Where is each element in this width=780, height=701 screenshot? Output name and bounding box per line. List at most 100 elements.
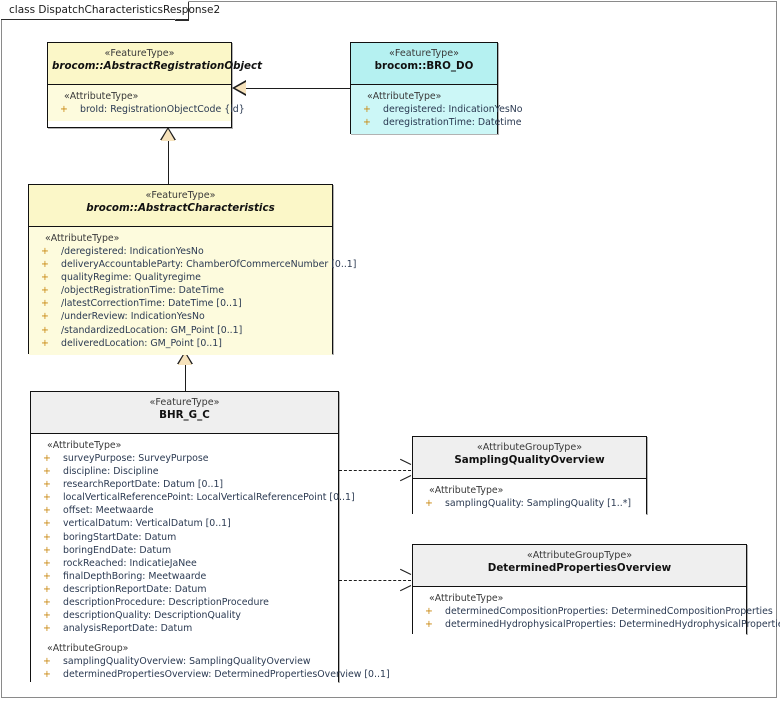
class-name: brocom::AbstractCharacteristics — [86, 202, 275, 214]
visibility-marker: + — [43, 492, 51, 504]
class-attributes: «AttributeType» +determinedCompositionPr… — [413, 587, 780, 637]
attribute-row: + descriptionQuality: DescriptionQuality — [35, 609, 334, 622]
attribute-row: + /latestCorrectionTime: DateTime [0..1] — [33, 297, 328, 310]
class-box-sampling-quality-overview[interactable]: «AttributeGroupType» SamplingQualityOver… — [412, 436, 647, 516]
visibility-marker: + — [41, 324, 49, 336]
visibility-marker: + — [43, 623, 51, 635]
attribute-row: + deliveryAccountableParty: ChamberOfComm… — [33, 258, 356, 271]
visibility-marker: + — [41, 259, 49, 271]
visibility-marker: + — [41, 285, 49, 297]
visibility-marker: + — [43, 656, 51, 668]
attribute-row: +determinedPropertiesOverview: Determine… — [35, 668, 390, 681]
attribute-row: +boringEndDate: Datum — [35, 544, 334, 557]
attribute-row: + broId: RegistrationObjectCode {id} — [52, 103, 245, 116]
attribute-row: + /deregistered: IndicationYesNo — [33, 245, 328, 258]
visibility-marker: + — [425, 498, 433, 509]
attribute-row: + determinedCompositionProperties: Determ… — [417, 605, 773, 618]
attribute-row: +discipline: Discipline — [35, 465, 334, 478]
attribute-text: descriptionProcedure: DescriptionProcedu… — [63, 597, 269, 609]
attribute-row: + researchReportDate: Datum [0..1] — [35, 478, 334, 491]
section-label-attribute-type: «AttributeType» — [45, 233, 120, 244]
visibility-marker: + — [43, 597, 51, 609]
class-name: brocom::AbstractRegistrationObject — [52, 60, 263, 72]
attribute-text: deregistrationTime: Datetime — [383, 117, 522, 129]
class-header: «FeatureType» BHR_G_C — [31, 392, 338, 434]
visibility-marker: + — [43, 531, 51, 543]
visibility-marker: + — [43, 453, 51, 464]
attribute-row: + boringStartDate: Datum — [35, 531, 334, 544]
class-attributes: «AttributeType» +surveyPurpose: SurveyPu… — [31, 434, 390, 687]
attribute-text: determinedPropertiesOverview: Determined… — [63, 669, 390, 681]
visibility-marker: + — [43, 479, 51, 491]
visibility-marker: + — [43, 583, 51, 595]
class-name: DeterminedPropertiesOverview — [487, 562, 672, 574]
attribute-row: +descriptionReportDate: Datum — [35, 583, 334, 596]
visibility-marker: + — [41, 246, 49, 257]
class-header: «AttributeGroupType» SamplingQualityOver… — [413, 437, 646, 479]
attribute-text: analysisReportDate: Datum — [63, 623, 193, 635]
class-name: brocom::BRO_DO — [374, 60, 474, 72]
attribute-row: + surveyPurpose: SurveyPurpose — [35, 452, 334, 465]
class-header: «FeatureType» brocom::AbstractCharacteri… — [29, 185, 332, 227]
section-label-attribute-group: «AttributeGroup» — [47, 643, 129, 655]
attribute-text: rockReached: IndicatieJaNee — [63, 557, 197, 569]
attribute-text: /standardizedLocation: GM_Point [0..1] — [61, 324, 243, 336]
class-stereotype: «AttributeGroupType» — [526, 550, 633, 561]
class-name: SamplingQualityOverview — [454, 454, 605, 466]
attribute-text: determinedHydrophysicalProperties: Deter… — [445, 619, 780, 631]
class-box-abstract-characteristics[interactable]: «FeatureType» brocom::AbstractCharacteri… — [28, 184, 356, 355]
attribute-text: boringEndDate: Datum — [63, 544, 172, 556]
attribute-text: determinedCompositionProperties: Determi… — [445, 606, 773, 617]
attribute-text: verticalDatum: VerticalDatum [0..1] — [63, 518, 231, 530]
attribute-row: + qualityRegime: Qualityregime — [33, 271, 328, 284]
visibility-marker: + — [363, 117, 371, 129]
attribute-row: + deregistered: IndicationYesNo — [355, 103, 523, 116]
attribute-text: researchReportDate: Datum [0..1] — [63, 479, 224, 491]
attribute-text: samplingQualityOverview: SamplingQuality… — [63, 656, 311, 668]
visibility-marker: + — [43, 610, 51, 622]
section-label-attribute-type: «AttributeType» — [429, 485, 504, 496]
attribute-text: /objectRegistrationTime: DateTime — [61, 285, 225, 297]
class-attributes: «AttributeType» +samplingQuality: Sampli… — [413, 479, 646, 516]
attribute-text: deliveredLocation: GM_Point [0..1] — [61, 337, 222, 349]
attribute-text: boringStartDate: Datum — [63, 531, 177, 543]
section-label-attribute-type: «AttributeType» — [367, 91, 442, 102]
attribute-text: descriptionQuality: DescriptionQuality — [63, 610, 241, 622]
attribute-row: + deliveredLocation: GM_Point [0..1] — [33, 337, 328, 350]
attribute-text: finalDepthBoring: Meetwaarde — [63, 570, 207, 582]
visibility-marker: + — [43, 505, 51, 517]
attribute-text: /latestCorrectionTime: DateTime [0..1] — [61, 298, 242, 310]
class-box-bro-do[interactable]: «FeatureType» brocom::BRO_DO «AttributeT… — [350, 42, 523, 135]
visibility-marker: + — [41, 311, 49, 323]
attribute-text: surveyPurpose: SurveyPurpose — [63, 453, 209, 464]
attribute-text: deliveryAccountableParty: ChamberOfComme… — [61, 259, 357, 271]
attribute-text: deregistered: IndicationYesNo — [383, 104, 523, 115]
attribute-row: + descriptionProcedure: DescriptionProced… — [35, 596, 334, 609]
visibility-marker: + — [43, 557, 51, 569]
attribute-row: + /standardizedLocation: GM_Point [0..1] — [33, 324, 328, 337]
visibility-marker: + — [41, 337, 49, 349]
attribute-row: +localVerticalReferencePoint: LocalVerti… — [35, 491, 355, 504]
class-box-abstract-registration-object[interactable]: «FeatureType» brocom::AbstractRegistrati… — [47, 42, 263, 128]
attribute-row: +samplingQuality: SamplingQuality [1..*] — [417, 497, 642, 510]
class-stereotype: «FeatureType» — [149, 397, 220, 408]
attribute-text: /underReview: IndicationYesNo — [61, 311, 205, 323]
attribute-row: + /objectRegistrationTime: DateTime — [33, 284, 328, 297]
class-box-determined-properties-overview[interactable]: «AttributeGroupType» DeterminedPropertie… — [412, 544, 780, 637]
visibility-marker: + — [41, 298, 49, 310]
class-box-bhr-g-c[interactable]: «FeatureType» BHR_G_C «AttributeType» +s… — [30, 391, 390, 687]
attribute-text: qualityRegime: Qualityregime — [61, 272, 201, 284]
visibility-marker: + — [425, 606, 433, 617]
visibility-marker: + — [41, 272, 49, 284]
attribute-row: +determinedHydrophysicalProperties: Dete… — [417, 618, 780, 631]
visibility-marker: + — [60, 104, 68, 115]
attribute-text: offset: Meetwaarde — [63, 505, 154, 517]
attribute-text: broId: RegistrationObjectCode {id} — [80, 104, 245, 115]
attribute-text: /deregistered: IndicationYesNo — [61, 246, 204, 257]
visibility-marker: + — [43, 570, 51, 582]
attribute-row: + finalDepthBoring: Meetwaarde — [35, 570, 334, 583]
section-label-attribute-type: «AttributeType» — [64, 91, 139, 102]
class-stereotype: «FeatureType» — [388, 48, 460, 59]
attribute-row: + samplingQualityOverview: SamplingQualit… — [35, 655, 334, 668]
